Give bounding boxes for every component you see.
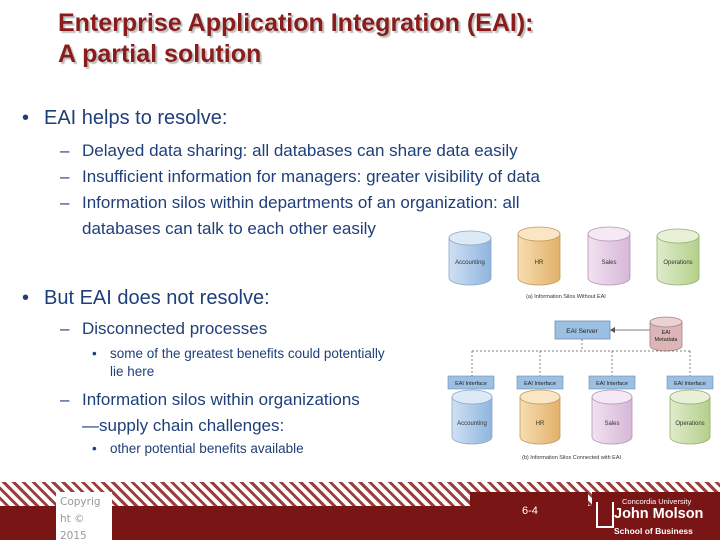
sub-bullet-delayed: –Delayed data sharing: all databases can… [60, 138, 518, 164]
sub-bullet-text: Information silos within organizations [82, 390, 360, 409]
bullet-resolves-text: EAI helps to resolve: [44, 107, 228, 129]
detail-other-benefits: • other potential benefits available [92, 440, 304, 458]
db-hr-bottom: HR [519, 389, 561, 445]
copyright-text: Copyrig ht © 2015 [60, 494, 101, 545]
db-accounting-top-label: Accounting [455, 260, 485, 266]
db-sales-top: Sales [587, 226, 631, 286]
db-accounting-bottom-label: Accounting [457, 421, 487, 427]
db-operations-top: Operations [656, 228, 700, 286]
db-hr-top-label: HR [535, 260, 544, 266]
page-number-box [470, 492, 588, 540]
db-sales-top-label: Sales [601, 260, 616, 266]
eai-interface-row: EAI Interface EAI Interface EAI Interfac… [447, 375, 714, 390]
eai-server-box [554, 320, 611, 340]
diagram-top-caption: (a) Information Silos Without EAI [526, 294, 606, 300]
db-hr-bottom-label: HR [536, 421, 545, 427]
eai-interface-label: EAI Interface [455, 381, 487, 387]
metadata-label-1: EAI [662, 330, 671, 336]
logo-school: School of Business [614, 526, 693, 536]
page-number: 6-4 [522, 505, 538, 517]
db-sales-bottom: Sales [591, 389, 633, 445]
detail-greatest-benefits-cont: lie here [110, 364, 155, 379]
sub-bullet-silos: –Information silos within departments of… [60, 190, 520, 216]
metadata-label-2: Metadata [655, 337, 679, 343]
logo-university: Concordia University [622, 497, 692, 506]
eai-interface-label: EAI Interface [596, 381, 628, 387]
jmsb-logo: Concordia University John Molson School … [592, 492, 720, 540]
detail-text: some of the greatest benefits could pote… [110, 346, 385, 361]
bullet-dot-icon: • [22, 287, 30, 309]
bullet-resolves: • EAI helps to resolve: [22, 107, 227, 130]
slide-title: Enterprise Application Integration (EAI)… [58, 8, 534, 70]
copyright-line-1: Copyrig [60, 496, 101, 508]
db-accounting-bottom: Accounting [451, 389, 493, 445]
dash-icon: – [60, 193, 70, 212]
sub-bullet-text: Delayed data sharing: all databases can … [82, 141, 518, 160]
logo-name: John Molson [614, 506, 704, 522]
detail-text: other potential benefits available [110, 441, 304, 456]
title-line-2: A partial solution [58, 40, 262, 68]
db-operations-bottom-label: Operations [675, 421, 704, 427]
eai-interface-label: EAI Interface [674, 381, 706, 387]
copyright-box [56, 492, 112, 540]
db-sales-bottom-label: Sales [604, 421, 619, 427]
dash-icon: – [60, 167, 70, 186]
bullet-dot-icon: • [92, 346, 97, 361]
bullet-not-resolve-text: But EAI does not resolve: [44, 287, 270, 309]
sub-bullet-text: Disconnected processes [82, 319, 268, 338]
dash-icon: – [60, 319, 70, 338]
eai-interface-label: EAI Interface [524, 381, 556, 387]
sub-bullet-supply-chain: —supply chain challenges: [82, 416, 285, 435]
eai-connectors [471, 339, 691, 376]
sub-bullet-info-silos-orgs: –Information silos within organizations [60, 387, 360, 413]
db-hr-top: HR [517, 226, 561, 286]
diagram-bottom-caption: (b) Information Silos Connected with EAI [522, 455, 622, 461]
dash-icon: – [60, 390, 70, 409]
bullet-dot-icon: • [92, 441, 97, 456]
copyright-line-2: ht © [60, 513, 85, 525]
db-operations-bottom: Operations [669, 389, 711, 445]
sub-bullet-insufficient: –Insufficient information for managers: … [60, 164, 540, 190]
db-eai-metadata: EAI Metadata [649, 316, 683, 352]
arrow-right-icon [650, 327, 655, 333]
eai-server-label: EAI Server [566, 328, 598, 335]
copyright-line-3: 2015 [60, 530, 87, 542]
concordia-logo-icon [596, 502, 614, 528]
detail-greatest-benefits: • some of the greatest benefits could pot… [92, 345, 385, 363]
db-accounting-top: Accounting [448, 230, 492, 286]
sub-bullet-text: Information silos within departments of … [82, 193, 520, 212]
dash-icon: – [60, 141, 70, 160]
db-operations-top-label: Operations [663, 260, 692, 266]
sub-bullet-silos-cont: databases can talk to each other easily [82, 219, 376, 238]
arrow-left-icon [610, 327, 615, 333]
title-line-1: Enterprise Application Integration (EAI)… [58, 9, 534, 37]
sub-bullet-text: Insufficient information for managers: g… [82, 167, 540, 186]
sub-bullet-disconnected: –Disconnected processes [60, 316, 267, 342]
bullet-not-resolve: • But EAI does not resolve: [22, 287, 270, 310]
bullet-dot-icon: • [22, 107, 30, 129]
